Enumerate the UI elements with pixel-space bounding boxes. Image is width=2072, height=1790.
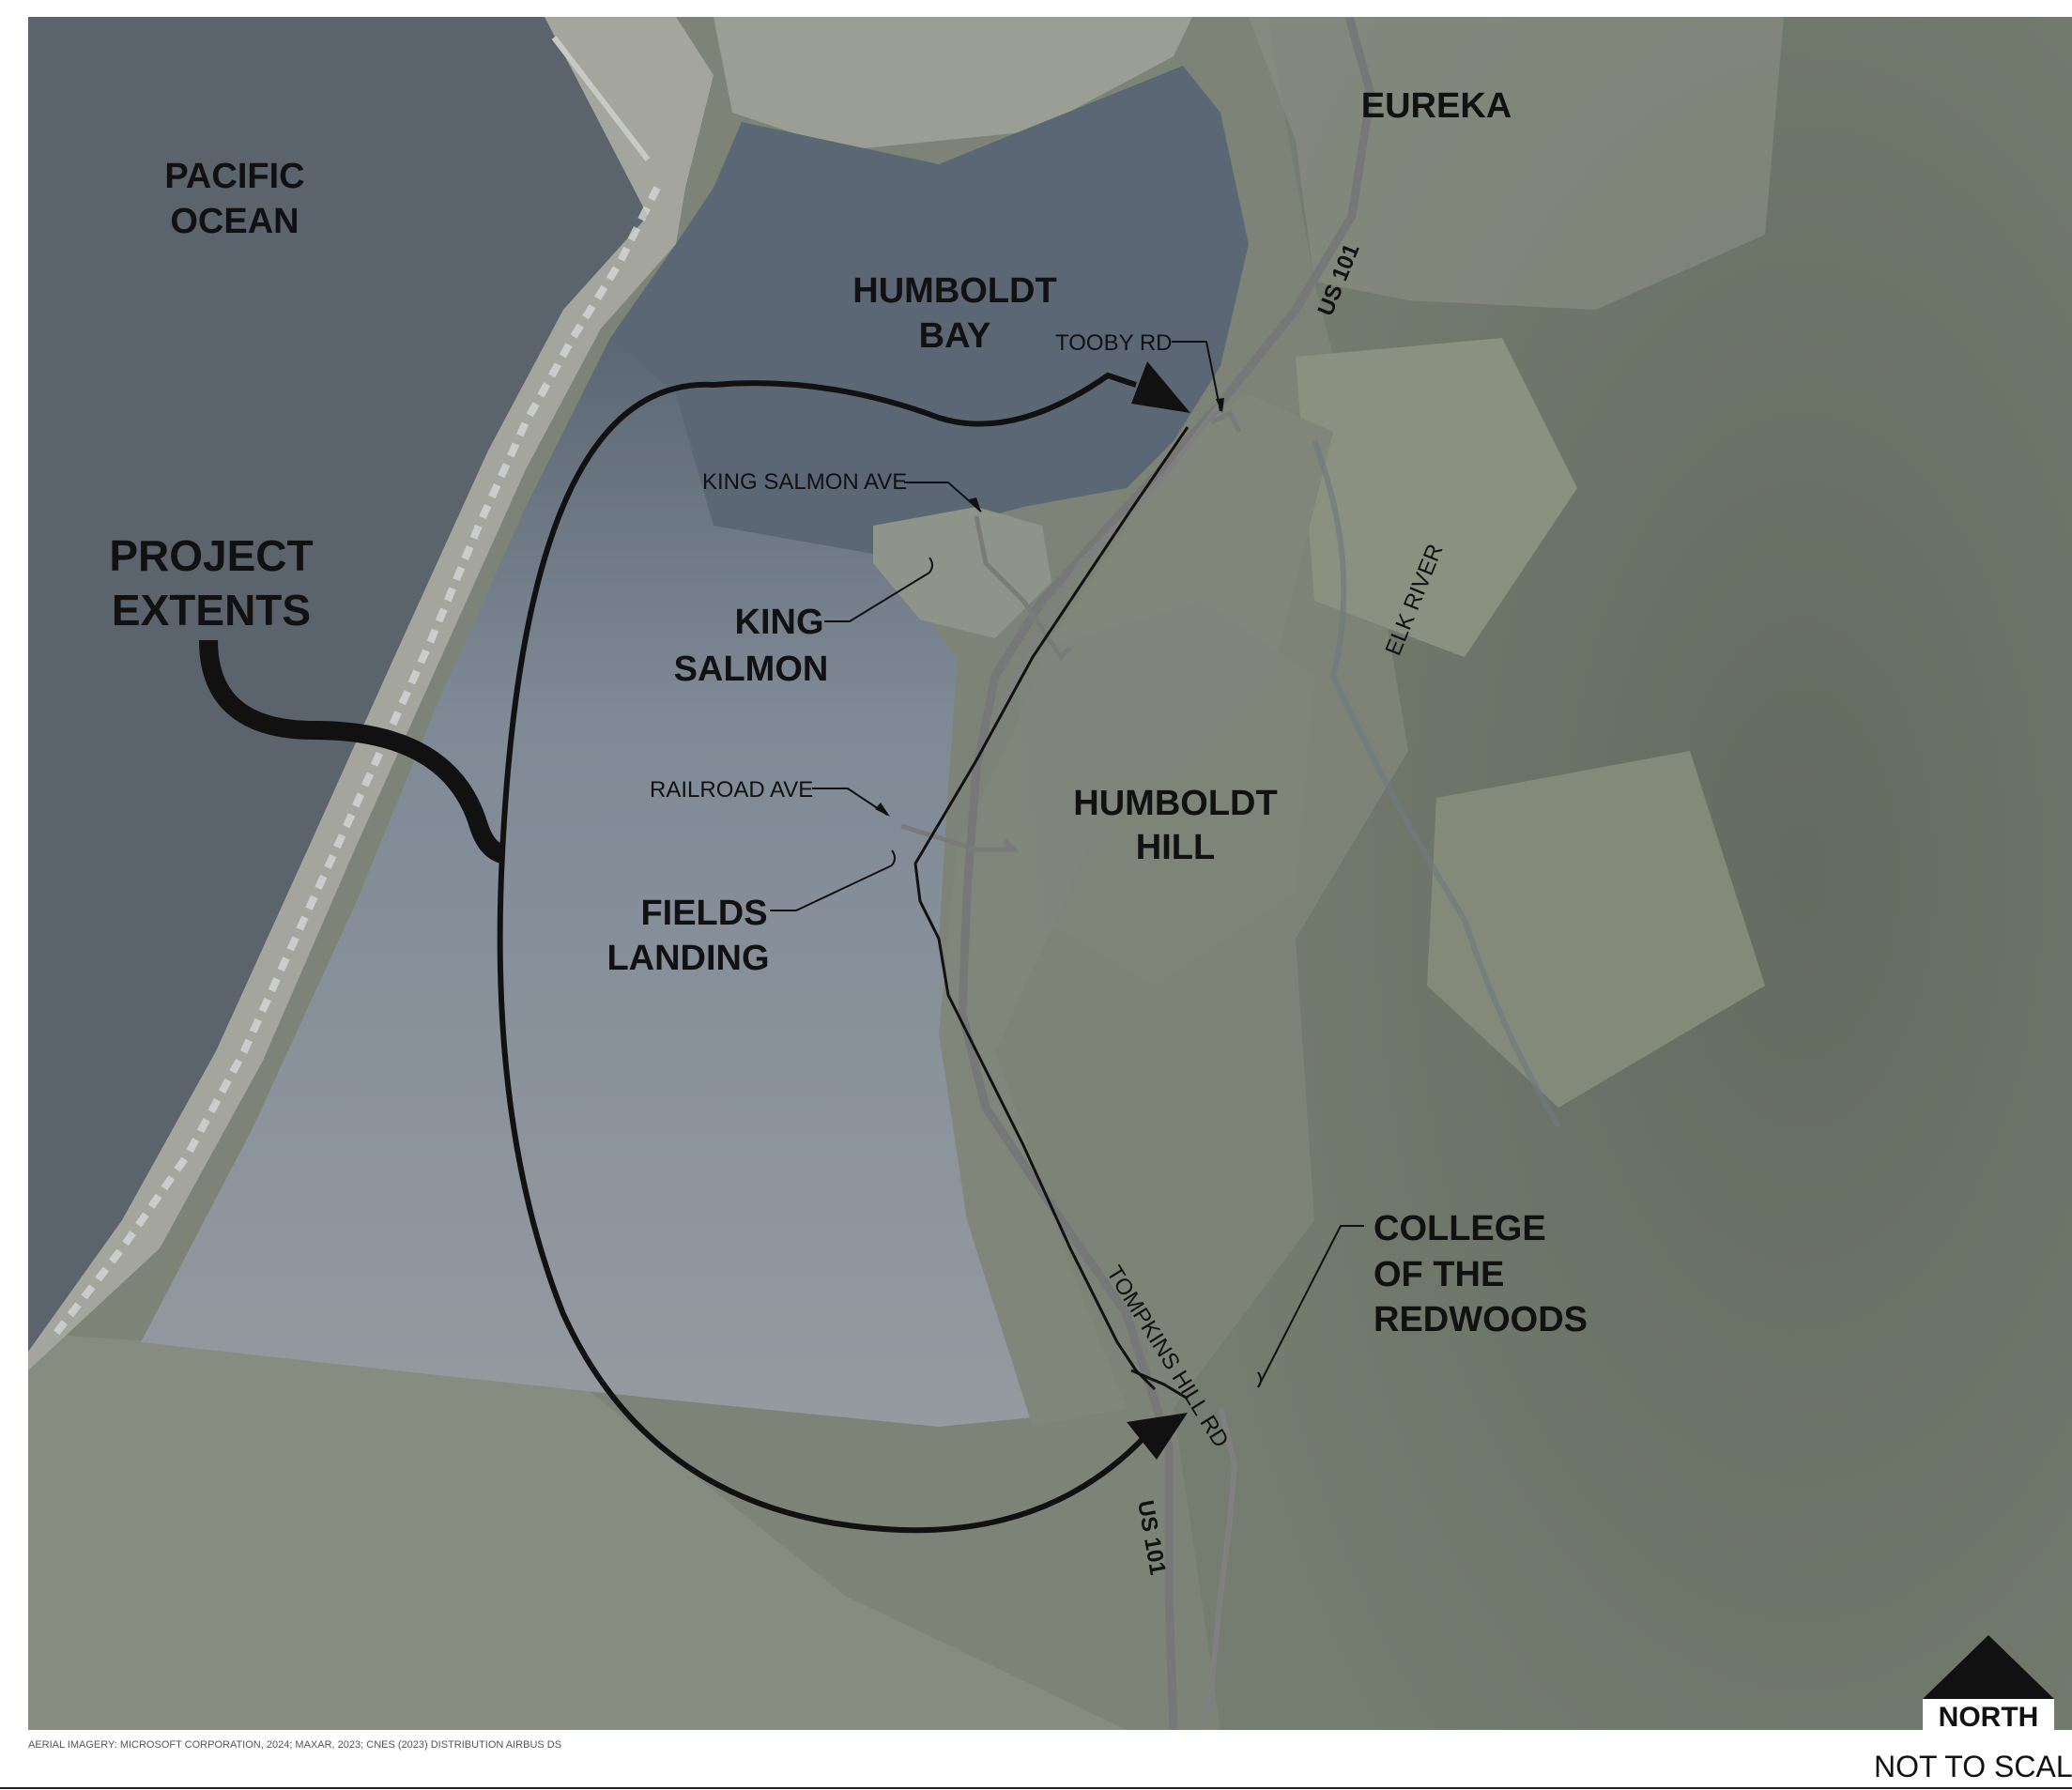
railroad-ave-leader [812, 788, 888, 816]
humboldt-hill-label-1: HUMBOLDT [1073, 784, 1277, 823]
railroad-ave-leader-arrow [875, 803, 890, 817]
college-leader-end [1257, 1371, 1262, 1388]
project-extents-leader [199, 639, 506, 864]
tooby-rd-leader-arrow [1216, 398, 1224, 413]
tooby-rd-leader [1172, 341, 1221, 412]
humboldt-bay-label-2: BAY [919, 316, 991, 356]
south-spit [28, 17, 714, 1370]
north-spit [714, 17, 1192, 150]
eureka-label: EUREKA [1361, 86, 1512, 126]
railroad-ave-label: RAILROAD AVE [650, 777, 813, 803]
not-to-scale-note: NOT TO SCALE [1874, 1750, 2072, 1783]
project-extents-label-1: PROJECT [109, 531, 313, 580]
humboldt-hill-label-2: HILL [1136, 828, 1215, 867]
college-label-2: OF THE [1374, 1255, 1504, 1294]
pacific-ocean-label-1: PACIFIC [164, 157, 304, 196]
king-salmon-label-2: SALMON [674, 650, 829, 689]
pacific-ocean-water [28, 17, 676, 1352]
farmland-south [28, 1333, 1127, 1730]
frontage-road [983, 402, 1222, 752]
pacific-ocean-label-2: OCEAN [170, 202, 299, 241]
project-alignment-south-end [1130, 1369, 1189, 1400]
north-label: NORTH [1939, 1702, 2039, 1733]
king-salmon-ave-road [974, 515, 1072, 661]
jetty [551, 36, 651, 161]
king-salmon-leader-end [929, 557, 933, 574]
college-label-3: REDWOODS [1374, 1300, 1588, 1339]
north-arrow-band [1923, 1699, 2054, 1731]
elk-river [1312, 439, 1561, 1128]
us-101-highway [958, 17, 1375, 1730]
map-imagery [28, 17, 2072, 1730]
college-label-1: COLLEGE [1374, 1209, 1546, 1248]
south-bay-water [141, 338, 1127, 1427]
project-extents-arrowhead-north [1131, 361, 1190, 413]
king-salmon-ave-label: KING SALMON AVE [702, 469, 907, 495]
tooby-rd-label: TOOBY RD [1055, 330, 1172, 356]
farmland [1427, 751, 1765, 1108]
king-salmon-leader [824, 572, 930, 622]
king-salmon-ave-leader [904, 482, 982, 513]
north-arrow-icon [1923, 1635, 2054, 1699]
college-leader [1257, 1225, 1364, 1388]
tompkins-hill-road [1199, 1407, 1238, 1730]
humboldt-hill-area [1014, 601, 1314, 986]
tooby-road [1209, 409, 1242, 434]
fields-landing-leader [770, 864, 893, 911]
project-extents-arrowhead-south [1127, 1413, 1188, 1460]
humboldt-bay-label-1: HUMBOLDT [852, 271, 1056, 311]
king-salmon-ave-leader-arrow [969, 497, 981, 512]
railroad-ave-road [900, 823, 1021, 852]
project-alignment-line [913, 426, 1189, 1391]
fields-landing-leader-end [891, 849, 896, 866]
king-salmon-land [873, 507, 1051, 638]
king-salmon-label-1: KING [735, 603, 824, 642]
farmland [1296, 338, 1577, 657]
fields-landing-label-1: FIELDS [640, 894, 767, 933]
project-extents-label-2: EXTENTS [112, 586, 311, 635]
project-extents-bracket-south [497, 853, 1148, 1534]
north-arrow: NORTH [1923, 1635, 2054, 1733]
fields-landing-label-2: LANDING [606, 939, 769, 978]
imagery-credit: AERIAL IMAGERY: MICROSOFT CORPORATION, 2… [28, 1739, 561, 1751]
eureka-urban [1249, 17, 1784, 310]
project-extents-bracket-north [499, 372, 1137, 855]
